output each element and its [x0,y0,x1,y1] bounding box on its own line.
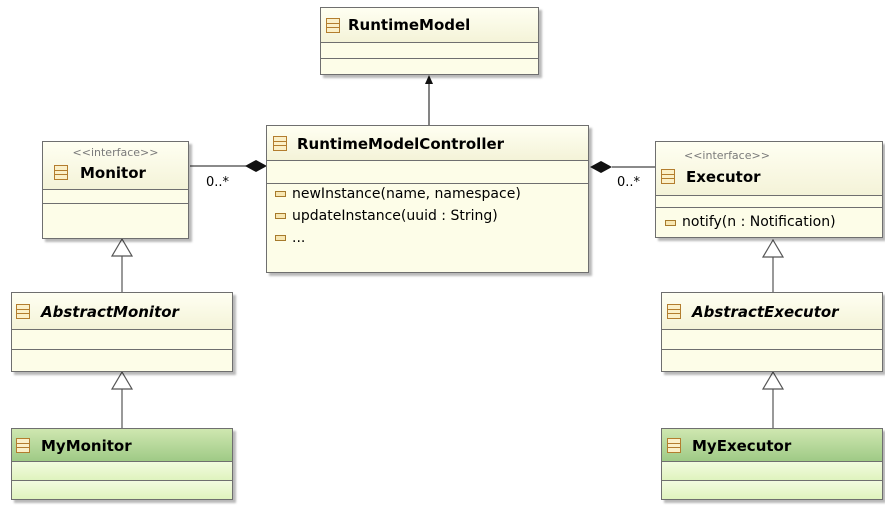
operations-compartment [43,204,188,238]
executor-composition-diamond [590,161,612,173]
operations-compartment [12,350,232,371]
operation-icon [275,213,286,219]
class-name: AbstractExecutor [692,303,839,321]
operation-icon [275,191,286,197]
operations-compartment [662,350,882,371]
class-icon [16,304,30,319]
class-header: AbstractExecutor [662,293,882,330]
class-name: Monitor [80,164,146,182]
interface-executor[interactable]: <<interface>> Executor notify(n : Notifi… [655,141,883,238]
class-name: MyMonitor [41,437,132,455]
stereotype-label: <<interface>> [72,146,159,159]
class-header: AbstractMonitor [12,293,232,330]
class-icon [667,304,681,319]
attributes-compartment [267,161,588,184]
operations-compartment [662,481,882,499]
attributes-compartment [321,43,538,59]
class-abstractmonitor[interactable]: AbstractMonitor [11,292,233,372]
class-header: MyMonitor [12,429,232,462]
interface-icon [54,165,68,180]
attributes-compartment [662,330,882,350]
attributes-compartment [662,462,882,481]
operation-newinstance: newInstance(name, namespace) [292,186,521,202]
operations-compartment [321,59,538,74]
class-name: MyExecutor [692,437,792,455]
monitor-composition-diamond [245,160,267,172]
class-runtimemodelcontroller[interactable]: RuntimeModelController newInstance(name,… [266,125,589,273]
attributes-compartment [43,190,188,204]
class-abstractexecutor[interactable]: AbstractExecutor [661,292,883,372]
operation-ellipsis: ... [292,230,306,246]
operation-icon [275,235,286,241]
interface-monitor[interactable]: <<interface>> Monitor [42,141,189,239]
class-header: MyExecutor [662,429,882,462]
operations-compartment [12,481,232,499]
executor-generalization-triangle [761,238,785,258]
class-name: RuntimeModel [348,16,471,34]
class-icon [667,438,681,453]
monitor-multiplicity: 0..* [206,175,230,190]
class-runtimemodel[interactable]: RuntimeModel [320,7,539,75]
attributes-compartment [656,196,882,208]
operation-notify: notify(n : Notification) [682,214,836,230]
runtimemodel-arrowhead [425,75,433,84]
class-name: Executor [686,168,761,186]
attributes-compartment [12,462,232,481]
class-icon [326,18,340,33]
class-header: RuntimeModelController [267,126,588,161]
class-name: RuntimeModelController [297,135,505,153]
monitor-generalization-triangle [110,237,134,257]
abstractexecutor-generalization-triangle [761,370,785,390]
operation-icon [665,220,676,226]
class-myexecutor[interactable]: MyExecutor [661,428,883,500]
operation-updateinstance: updateInstance(uuid : String) [292,208,498,224]
class-icon [16,438,30,453]
class-header: RuntimeModel [321,8,538,43]
class-mymonitor[interactable]: MyMonitor [11,428,233,500]
abstractmonitor-generalization-triangle [110,370,134,390]
class-icon [273,136,287,151]
interface-icon [661,169,675,184]
attributes-compartment [12,330,232,350]
class-name: AbstractMonitor [41,303,179,321]
class-header: <<interface>> Executor [656,142,882,196]
stereotype-label: <<interface>> [684,149,770,162]
class-header: <<interface>> Monitor [43,142,188,190]
operations-compartment: newInstance(name, namespace) updateInsta… [267,184,588,272]
operations-compartment: notify(n : Notification) [656,208,882,237]
executor-multiplicity: 0..* [617,175,641,190]
